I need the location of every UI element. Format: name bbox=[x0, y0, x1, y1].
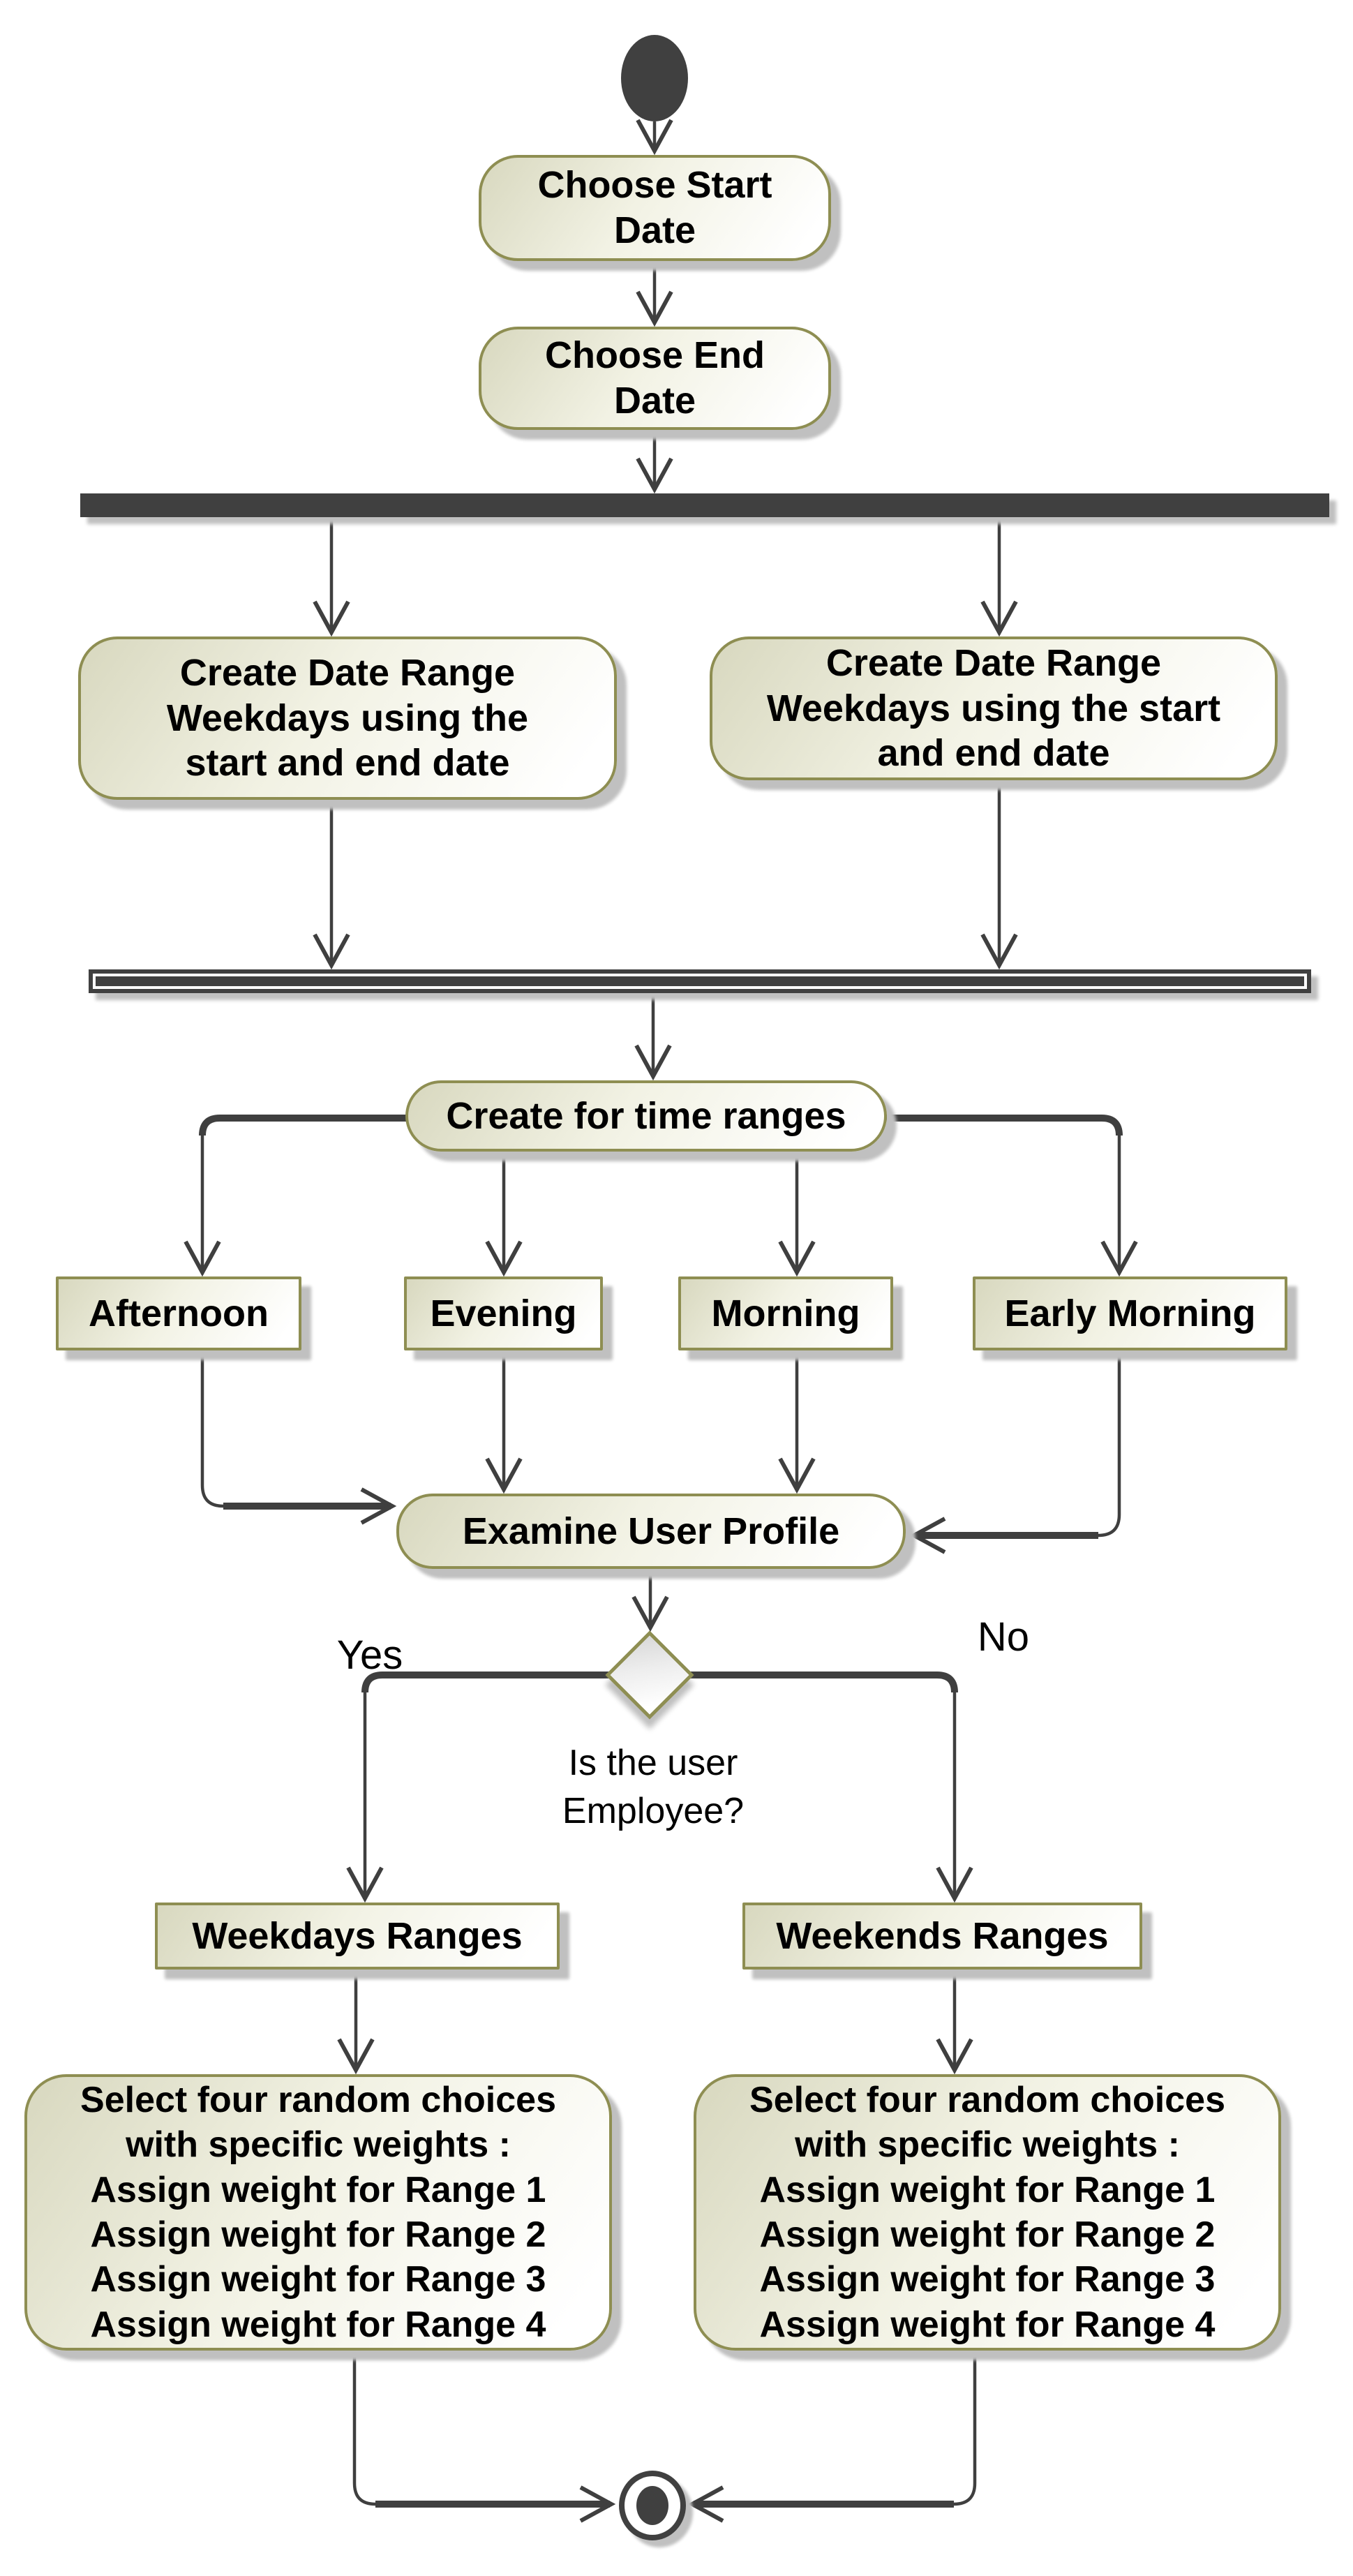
edge-early-morning-to-examine-v bbox=[1098, 1350, 1121, 1538]
edge-time-ranges-to-early-morning-h bbox=[884, 1115, 1123, 1136]
activity-create-for-time-ranges: Create for time ranges bbox=[405, 1080, 887, 1152]
activity-choose-end-date: Choose End Date bbox=[479, 327, 831, 430]
activity-select-weights-weekends: Select four random choices with specific… bbox=[694, 2074, 1281, 2351]
activity-final-node bbox=[619, 2471, 686, 2540]
activity-examine-user-profile: Examine User Profile bbox=[396, 1494, 906, 1569]
decision-question: Is the user Employee? bbox=[562, 1743, 745, 1831]
initial-node bbox=[621, 35, 688, 121]
activity-select-weights-weekdays: Select four random choices with specific… bbox=[24, 2074, 612, 2351]
join-bar-stripe bbox=[96, 976, 1304, 986]
activity-weekdays-ranges: Weekdays Ranges bbox=[155, 1903, 560, 1970]
activity-evening: Evening bbox=[404, 1276, 603, 1350]
join-bar bbox=[89, 969, 1311, 993]
edge-time-ranges-to-afternoon-h bbox=[199, 1115, 408, 1136]
activity-choose-start-date: Choose Start Date bbox=[479, 155, 831, 261]
activity-create-date-range-weekdays-left: Create Date Range Weekdays using the sta… bbox=[78, 636, 617, 800]
edge-select-right-to-end-v bbox=[953, 2351, 977, 2506]
activity-morning: Morning bbox=[678, 1276, 893, 1350]
final-node-dot bbox=[636, 2486, 668, 2525]
edge-select-left-to-end-v bbox=[352, 2351, 376, 2506]
activity-afternoon: Afternoon bbox=[56, 1276, 301, 1350]
guard-label-no: No bbox=[977, 1614, 1030, 1660]
activity-create-date-range-weekdays-right: Create Date Range Weekdays using the sta… bbox=[710, 636, 1278, 780]
activity-weekends-ranges: Weekends Ranges bbox=[742, 1903, 1142, 1970]
edge-afternoon-to-examine-v bbox=[200, 1350, 224, 1508]
activity-early-morning: Early Morning bbox=[973, 1276, 1287, 1350]
fork-bar bbox=[80, 493, 1329, 517]
guard-label-yes: Yes bbox=[336, 1632, 403, 1678]
